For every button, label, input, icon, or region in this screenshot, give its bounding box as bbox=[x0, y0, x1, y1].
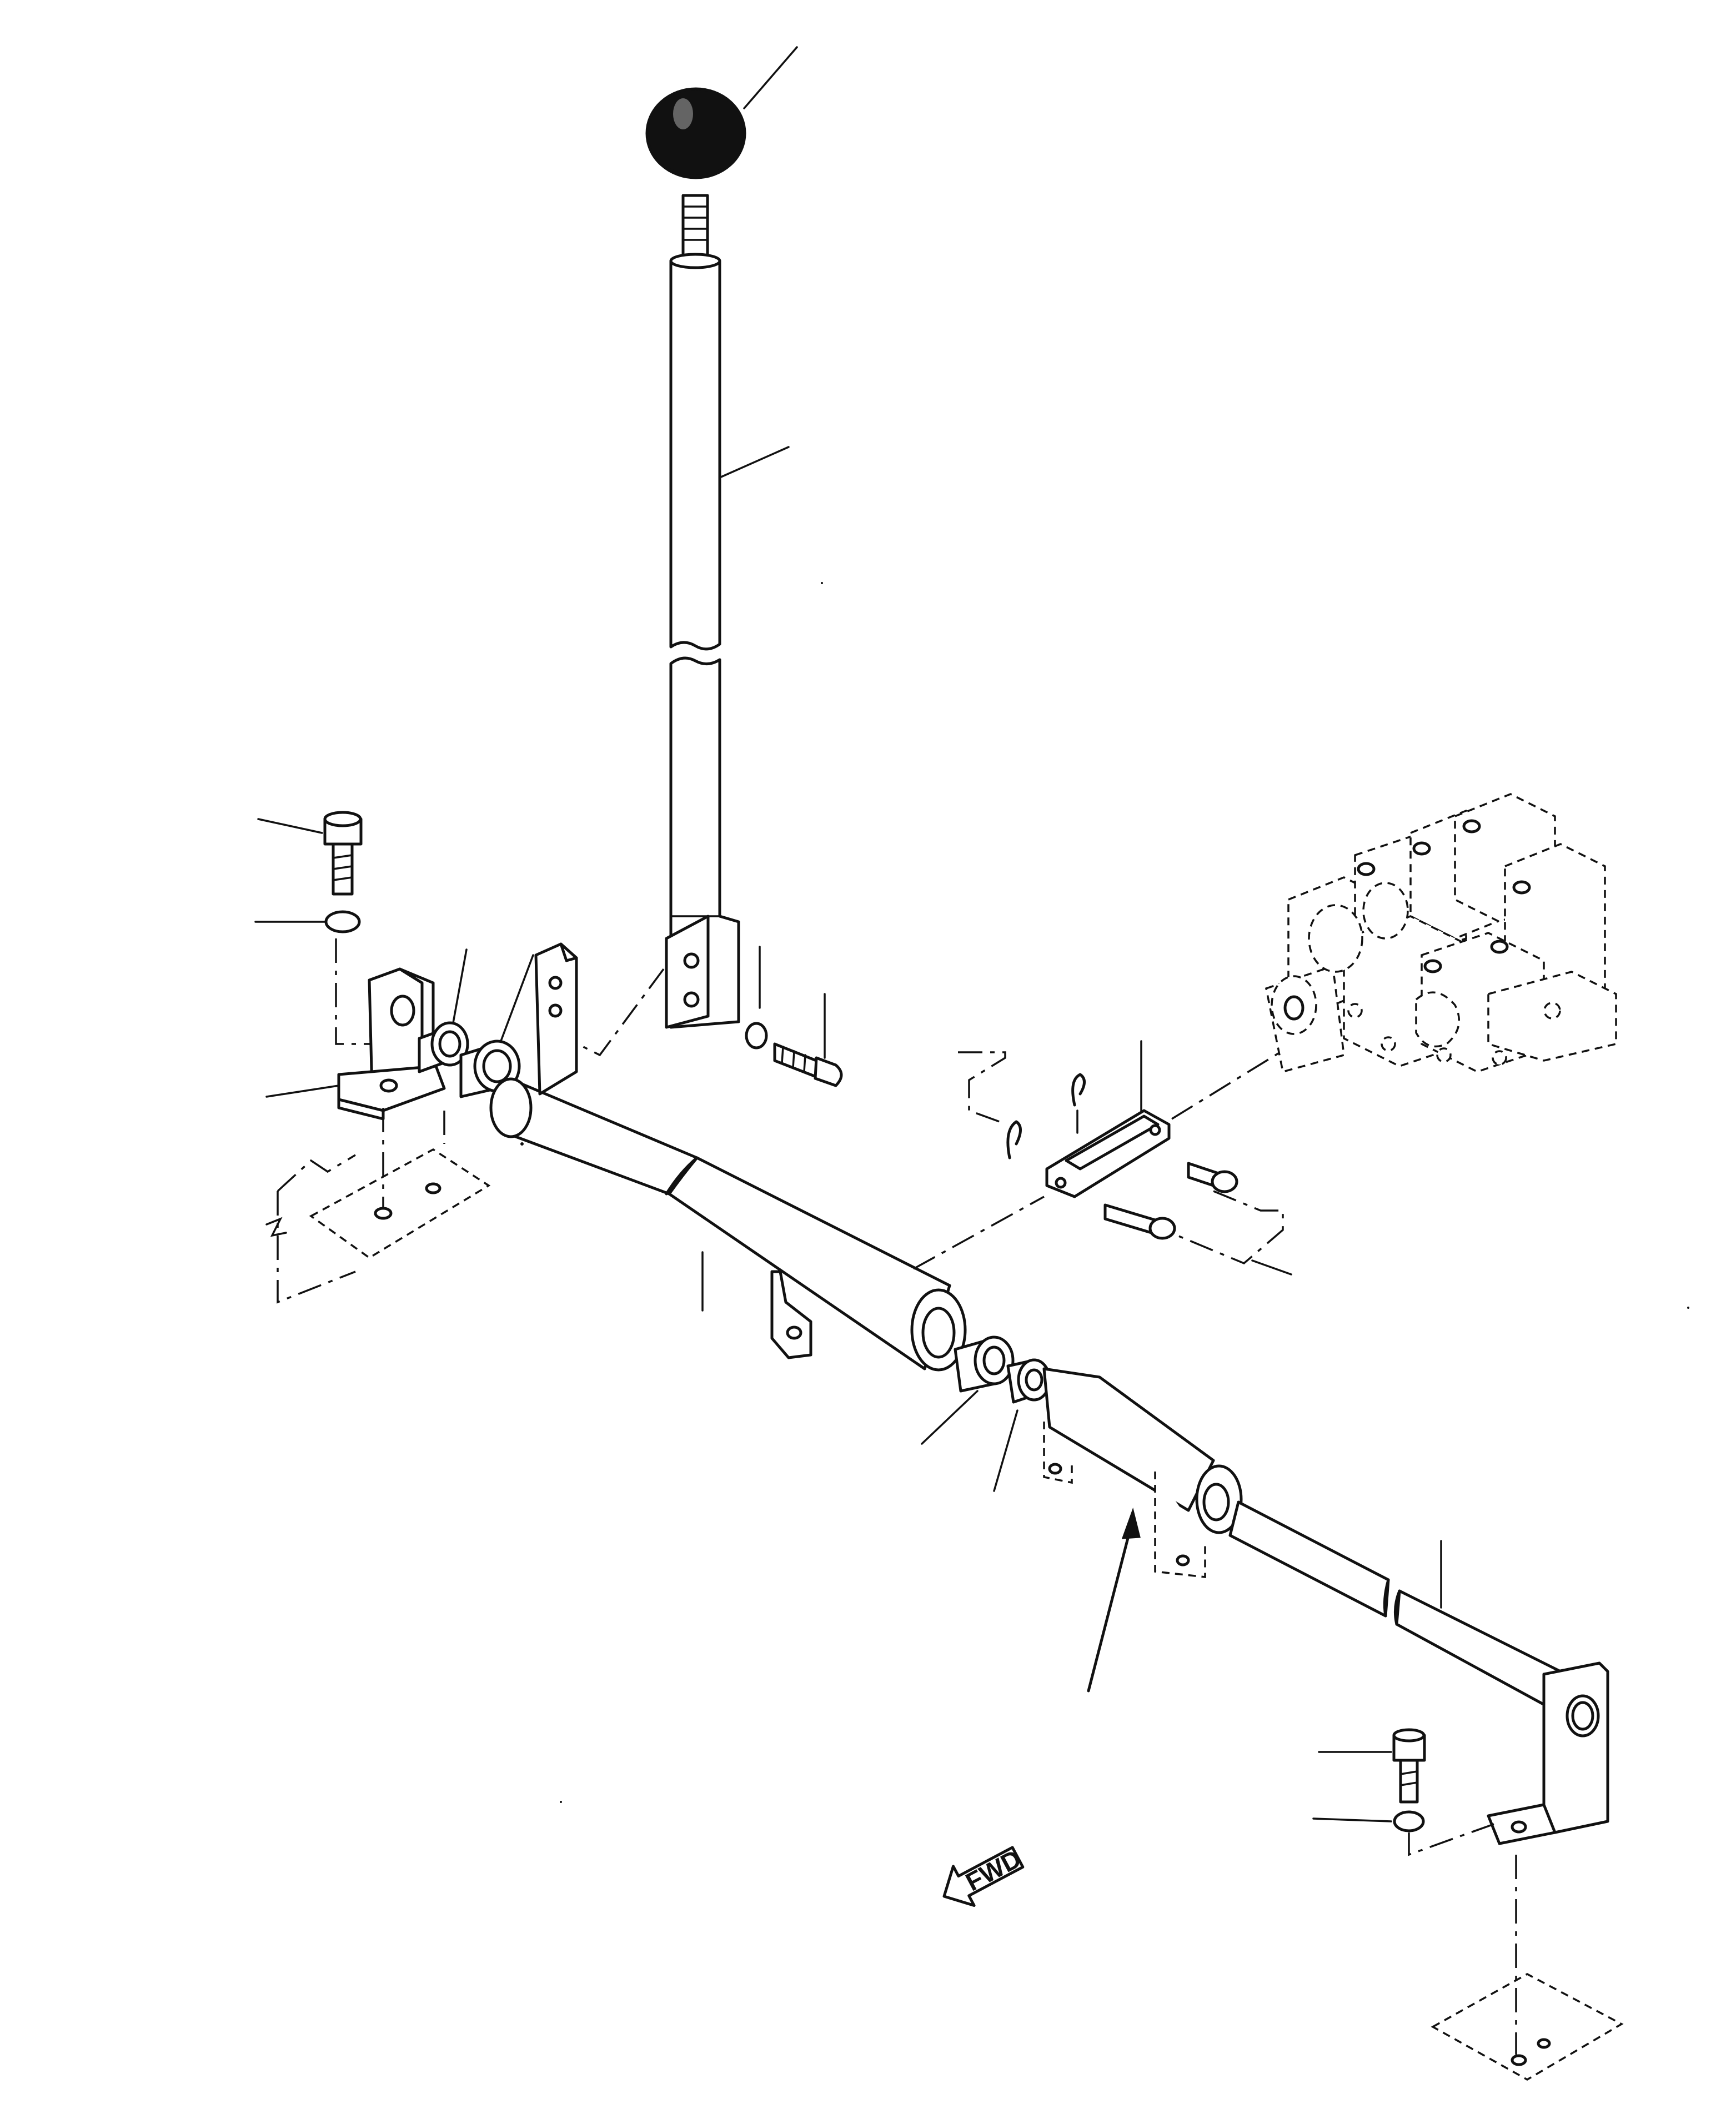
leader-line-bushing-2 bbox=[499, 954, 534, 1045]
left-bracket bbox=[337, 967, 446, 1121]
cross-shaft bbox=[489, 1077, 967, 1372]
leader-line-left-bolt bbox=[257, 818, 323, 834]
fwd-direction-marker: FWD bbox=[942, 1844, 1026, 1907]
right-washer bbox=[1393, 1810, 1425, 1832]
assembly-line-lever-bracket bbox=[577, 968, 665, 1057]
cotter-pin-2 bbox=[1071, 1073, 1086, 1107]
scan-speck bbox=[1687, 1307, 1689, 1309]
assembly-line-shaft-clevis bbox=[913, 1196, 1045, 1270]
left-bushing-2 bbox=[459, 1040, 521, 1098]
clevis-pin-2 bbox=[1187, 1162, 1238, 1193]
leader-line-left-bracket bbox=[265, 1084, 340, 1098]
control-valve-assembly bbox=[1265, 793, 1617, 1073]
mid-bushing-2 bbox=[1006, 1358, 1051, 1404]
support-arrow-line bbox=[1087, 1517, 1135, 1693]
cotter-pin-1 bbox=[1006, 1120, 1022, 1159]
assembly-line-left-bolt bbox=[335, 938, 383, 1045]
leader-line-knob bbox=[743, 46, 798, 109]
leader-line-mid-bushing-2 bbox=[993, 1409, 1018, 1492]
leader-line-mid-bushing-1 bbox=[921, 1390, 979, 1445]
linkage-tail-line bbox=[1251, 1259, 1292, 1276]
fwd-label: FWD bbox=[961, 1844, 1026, 1896]
left-bolt bbox=[323, 811, 363, 896]
linkage-dash-box-right bbox=[1177, 1190, 1284, 1265]
right-shaft bbox=[1228, 1500, 1562, 1709]
left-bushing-1 bbox=[418, 1021, 469, 1073]
shaft-lower-tab bbox=[770, 1270, 812, 1359]
clevis-pin-1 bbox=[1103, 1203, 1176, 1240]
right-mount-plate bbox=[1431, 1855, 1624, 2081]
mid-bushing-1 bbox=[954, 1335, 1015, 1393]
linkage-dash-box bbox=[958, 1051, 1006, 1123]
lever-bolt bbox=[773, 1042, 843, 1087]
lever-rod bbox=[669, 253, 740, 1029]
scan-speck bbox=[520, 1142, 524, 1146]
scan-speck bbox=[821, 582, 823, 584]
leader-line-right-washer bbox=[1312, 1817, 1392, 1822]
linkage-clevis bbox=[1045, 1109, 1171, 1198]
right-bolt bbox=[1392, 1728, 1426, 1804]
leader-line-rod bbox=[719, 446, 790, 479]
right-l-bracket bbox=[1487, 1661, 1609, 1845]
left-washer bbox=[324, 910, 361, 933]
right-support-housing bbox=[1042, 1367, 1243, 1578]
shaft-upright-bracket bbox=[534, 942, 578, 1096]
scan-speck bbox=[560, 1801, 562, 1803]
lever-knob bbox=[645, 87, 746, 179]
lever-washer bbox=[745, 1022, 768, 1050]
lever-threaded-tip bbox=[681, 194, 709, 261]
left-mount-plate bbox=[265, 1108, 491, 1304]
lever-plate bbox=[665, 915, 710, 1029]
support-arrow-head bbox=[1121, 1507, 1141, 1539]
assembly-line-right-bolt bbox=[1408, 1823, 1494, 1856]
